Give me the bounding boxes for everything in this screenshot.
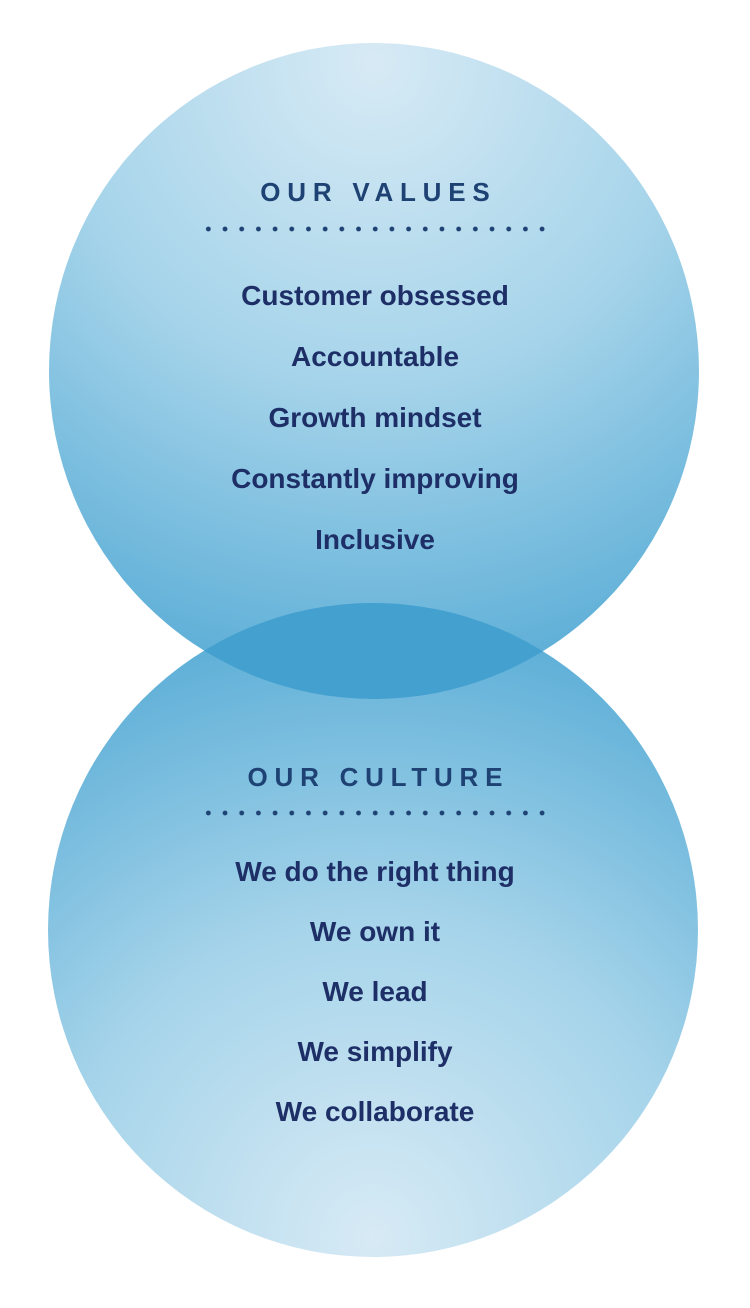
value-item: Accountable xyxy=(290,341,460,372)
values-circle xyxy=(49,43,699,699)
culture-section: OUR CULTURE We do the right thing We own … xyxy=(0,762,750,1142)
value-item: Customer obsessed xyxy=(241,280,509,311)
value-item: Growth mindset xyxy=(268,402,482,433)
dotted-divider xyxy=(199,810,551,816)
culture-title: OUR CULTURE xyxy=(247,762,510,792)
values-title: OUR VALUES xyxy=(260,177,497,207)
culture-item: We do the right thing xyxy=(235,856,515,887)
culture-item: We simplify xyxy=(297,1036,453,1067)
value-item: Inclusive xyxy=(315,524,435,555)
dotted-divider xyxy=(199,226,551,232)
culture-circle xyxy=(48,603,698,1257)
culture-item: We collaborate xyxy=(275,1096,475,1127)
value-item: Constantly improving xyxy=(231,463,519,494)
culture-list: We do the right thing We own it We lead We … xyxy=(0,842,750,1142)
culture-item: We lead xyxy=(322,976,428,1007)
culture-item: We own it xyxy=(309,916,441,947)
